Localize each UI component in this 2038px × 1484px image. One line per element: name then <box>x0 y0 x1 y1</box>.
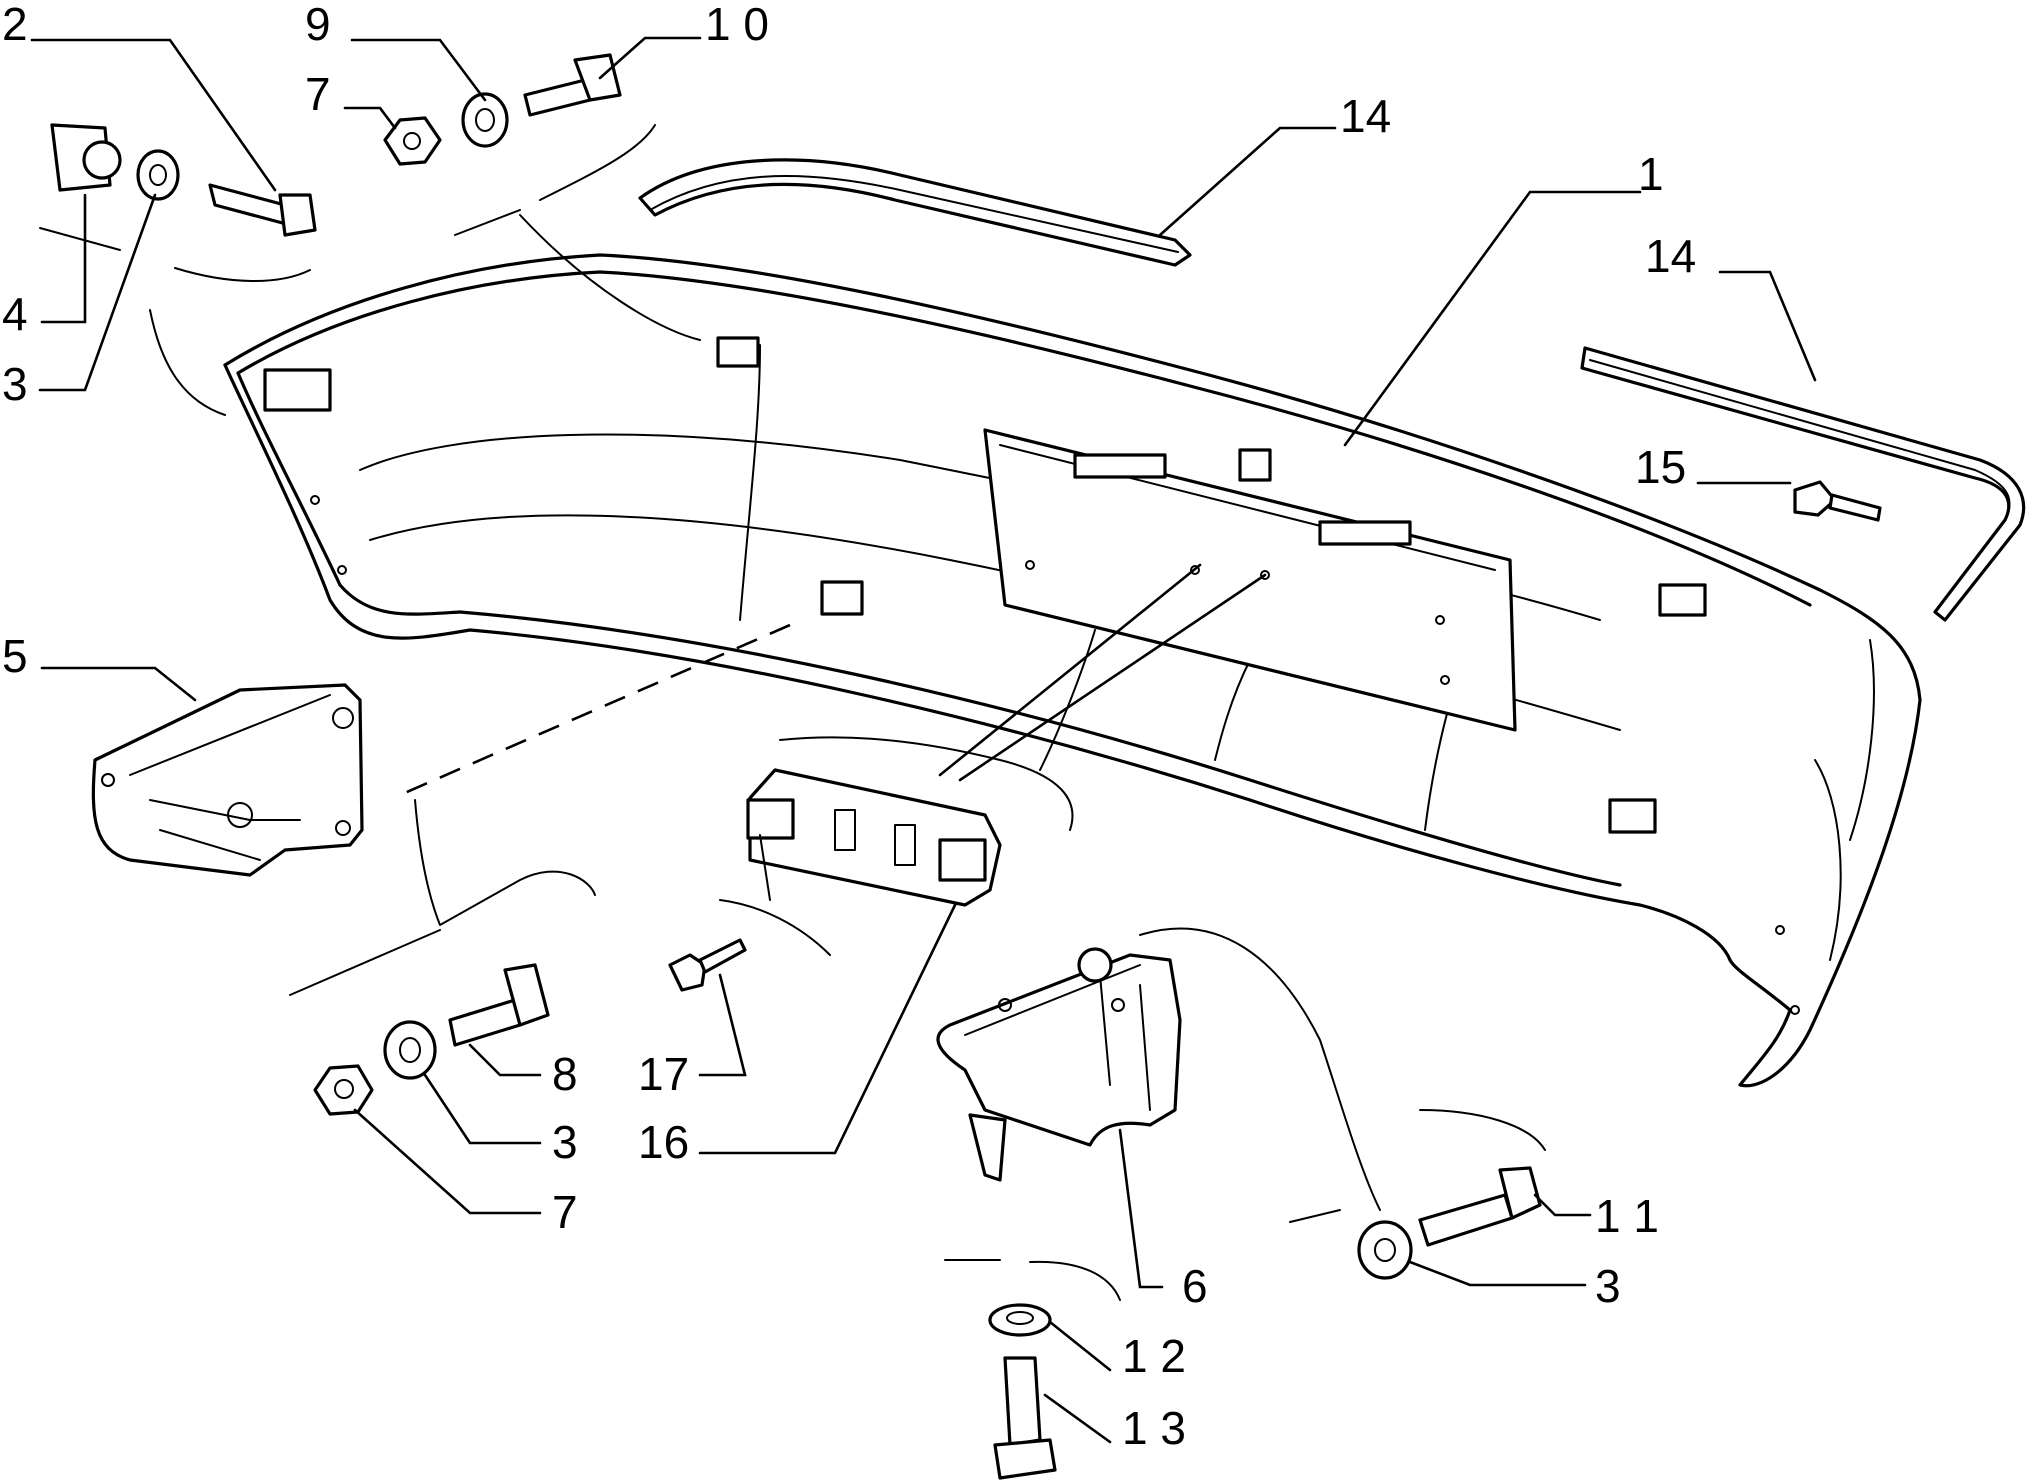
callout-3: 3 <box>2 358 28 410</box>
callout-17: 17 <box>638 1048 689 1100</box>
assembly-lines <box>399 563 1267 797</box>
bracket-right <box>936 947 1182 1182</box>
callout-16: 16 <box>638 1116 689 1168</box>
callout-8: 8 <box>552 1048 578 1100</box>
callout-14: 14 <box>1340 90 1391 142</box>
bracket-left <box>91 683 364 877</box>
callout-12: 1 2 <box>1122 1330 1186 1382</box>
callout-2: 2 <box>2 0 28 50</box>
callout-3: 3 <box>1595 1260 1621 1312</box>
callout-10: 1 0 <box>705 0 769 50</box>
reflector <box>746 768 1002 907</box>
body-outline-lines <box>39 124 1546 1301</box>
callout-7: 7 <box>305 68 331 120</box>
hardware-parts <box>50 53 1882 1480</box>
callout-4: 4 <box>2 288 28 340</box>
callout-11: 1 1 <box>1595 1190 1659 1242</box>
leader-lines <box>30 36 1817 1444</box>
license-plate-mount <box>983 428 1517 732</box>
callout-9: 9 <box>305 0 331 50</box>
callout-7: 7 <box>552 1186 578 1238</box>
trim-strip-upper <box>638 158 1192 267</box>
callout-6: 6 <box>1182 1260 1208 1312</box>
callout-14: 14 <box>1645 230 1696 282</box>
trim-strip-right <box>1580 346 2026 622</box>
callout-3: 3 <box>552 1116 578 1168</box>
callout-1: 1 <box>1638 148 1664 200</box>
callout-labels: 1 2 3 3 3 4 5 6 7 7 8 9 1 0 1 1 1 2 1 3 … <box>2 0 1696 1454</box>
callout-5: 5 <box>2 630 28 682</box>
callout-15: 15 <box>1635 441 1686 493</box>
callout-13: 1 3 <box>1122 1402 1186 1454</box>
